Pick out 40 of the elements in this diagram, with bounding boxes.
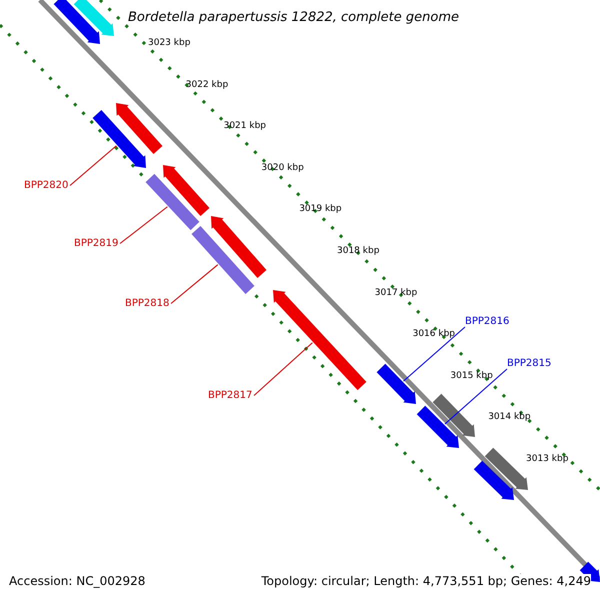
leader-line (120, 206, 168, 244)
footer-note: Accession: NC_002928 (9, 574, 146, 588)
gene-bar (432, 394, 475, 437)
gene-bar (474, 460, 514, 500)
leader-line (170, 264, 218, 304)
gene-bar (273, 290, 366, 390)
leader-line (70, 145, 117, 186)
gene-bar (211, 216, 266, 278)
gene-label: BPP2815 (507, 358, 552, 369)
gene-bar (376, 364, 416, 404)
gene-bar (54, 0, 100, 44)
scale-tick-label: 3020 kbp (261, 162, 304, 173)
gene-label: BPP2820 (24, 180, 68, 191)
leader-line (254, 342, 313, 396)
gene-bar (416, 406, 459, 448)
gene-bar (484, 448, 528, 490)
leader-line (444, 368, 508, 425)
gene-bar (74, 0, 114, 36)
gene-bar (116, 103, 162, 154)
leader-line (403, 326, 466, 382)
gene-label: BPP2818 (125, 298, 170, 309)
scale-tick-label: 3014 kbp (488, 412, 531, 422)
scale-tick-label: 3021 kbp (224, 121, 266, 132)
footer-note: Topology: circular; Length: 4,773,551 bp; Genes: 4,249 (261, 574, 591, 588)
gene-bar (146, 174, 201, 232)
gene-bar (192, 226, 256, 296)
gene-bar (163, 165, 210, 216)
scale-tick-label: 3016 kbp (412, 329, 455, 340)
gene-label: BPP2817 (208, 390, 252, 401)
scale-tick-label: 3019 kbp (299, 204, 342, 214)
gene-bar (92, 110, 146, 168)
title: Bordetella parapertussis 12822, complete genome (128, 10, 459, 25)
scale-tick-label: 3017 kbp (374, 288, 418, 298)
gene-label: BPP2816 (465, 316, 510, 327)
scale-tick-label: 3015 kbp (450, 370, 493, 381)
scale-tick-label: 3023 kbp (148, 38, 190, 48)
gene-label: BPP2819 (74, 238, 118, 249)
scale-tick-label: 3022 kbp (186, 80, 228, 90)
scale-tick-label: 3018 kbp (337, 246, 380, 256)
scale-tick-label: 3013 kbp (526, 454, 568, 464)
